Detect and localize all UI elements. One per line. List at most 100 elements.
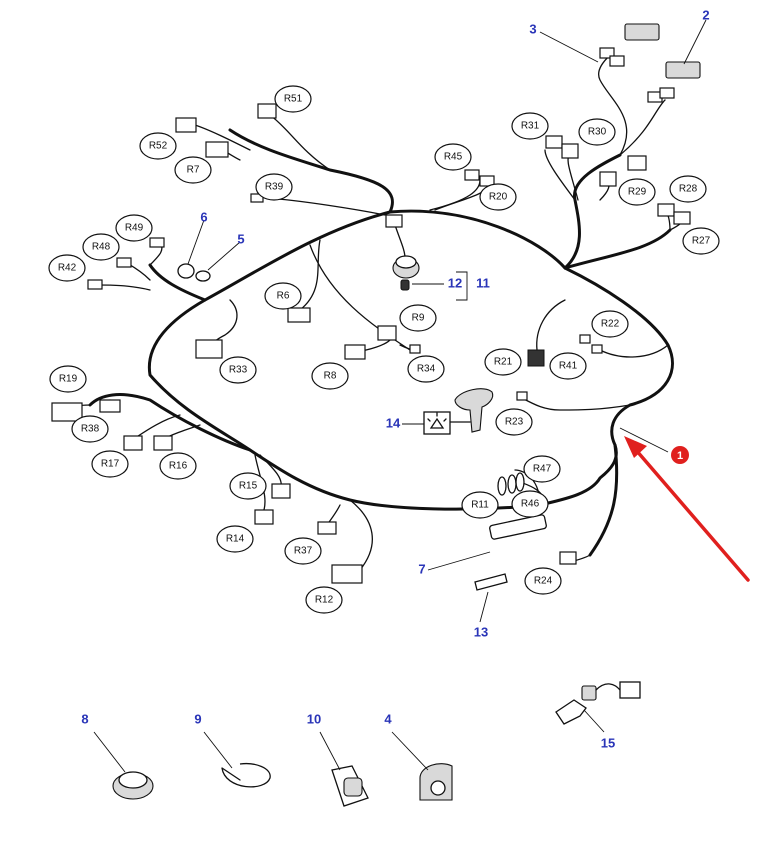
ref-r29: R29 — [618, 178, 656, 206]
ref-r47: R47 — [523, 455, 561, 483]
ref-label-text: R27 — [692, 236, 711, 247]
connectors — [51, 23, 701, 591]
ref-label-text: R16 — [169, 461, 188, 472]
ref-r21: R21 — [484, 348, 522, 376]
ref-r24: R24 — [524, 567, 562, 595]
ref-r12: R12 — [305, 586, 343, 614]
harness-branch-lower-left — [88, 393, 252, 452]
part-number-5: 5 — [237, 231, 244, 246]
ref-r42: R42 — [48, 254, 86, 282]
ref-label-text: R34 — [417, 364, 436, 375]
ref-label-text: R20 — [489, 192, 508, 203]
ref-r48: R48 — [82, 233, 120, 261]
part-number-8: 8 — [81, 711, 88, 726]
ref-label-text: R37 — [294, 546, 313, 557]
ref-r38: R38 — [71, 415, 109, 443]
harness-branch-right-down — [588, 443, 619, 557]
ref-r39: R39 — [255, 173, 293, 201]
ref-label-text: R45 — [444, 152, 463, 163]
ref-r23: R23 — [495, 408, 533, 436]
red-arrow-icon — [624, 436, 750, 582]
ref-r15: R15 — [229, 472, 267, 500]
ref-r9: R9 — [399, 304, 437, 332]
ref-label-text: R17 — [101, 459, 120, 470]
ref-r20: R20 — [479, 183, 517, 211]
part-number-labels: 3 2 6 5 12 11 14 7 13 8 9 10 4 15 — [81, 7, 709, 750]
ref-r16: R16 — [159, 452, 197, 480]
clip-part-10 — [331, 765, 369, 807]
ref-r19: R19 — [49, 365, 87, 393]
ref-r6: R6 — [264, 282, 302, 310]
part-number-12: 12 — [448, 275, 462, 290]
sensor-part-15 — [555, 681, 641, 725]
part-number-9: 9 — [194, 711, 201, 726]
callout-label: 1 — [677, 450, 683, 462]
ref-label-text: R6 — [277, 291, 290, 302]
ref-r49: R49 — [115, 214, 153, 242]
beacon-bulb-holder — [449, 388, 494, 433]
part-number-6: 6 — [200, 209, 207, 224]
ref-label-text: R41 — [559, 361, 578, 372]
part-number-15: 15 — [601, 735, 615, 750]
ref-label-text: R42 — [58, 263, 77, 274]
sensor-assembly — [385, 214, 420, 291]
ref-label-text: R23 — [505, 417, 524, 428]
cable-clamp-part-9 — [221, 762, 271, 788]
harness-branch-right — [563, 228, 672, 270]
ref-r22: R22 — [591, 310, 629, 338]
ref-r8: R8 — [311, 362, 349, 390]
ref-label-text: R31 — [521, 121, 540, 132]
ref-label-text: R14 — [226, 534, 245, 545]
ref-r52: R52 — [139, 132, 177, 160]
beacon-symbol-icon — [423, 411, 451, 435]
ref-r34: R34 — [407, 355, 445, 383]
part-number-11: 11 — [476, 275, 490, 290]
ref-r37: R37 — [284, 537, 322, 565]
part-number-10: 10 — [307, 711, 321, 726]
part-number-3: 3 — [529, 21, 536, 36]
part-number-14: 14 — [386, 415, 401, 430]
ref-label-text: R9 — [412, 313, 425, 324]
ref-label-text: R30 — [588, 127, 607, 138]
ref-r27: R27 — [682, 227, 720, 255]
part-leaders — [93, 19, 707, 773]
ref-labels: R51 R52 R7 R39 R45 R20 R31 R30 R29 R28 R… — [48, 85, 720, 614]
harness-branch-left — [148, 263, 207, 302]
ref-r41: R41 — [549, 352, 587, 380]
callout-badge: 1 — [671, 446, 689, 464]
ref-r46: R46 — [511, 490, 549, 518]
ref-r31: R31 — [511, 112, 549, 140]
ref-label-text: R48 — [92, 242, 111, 253]
ref-label-text: R51 — [284, 94, 303, 105]
ref-r28: R28 — [669, 175, 707, 203]
part-number-13: 13 — [474, 624, 488, 639]
grommet-part-8 — [112, 771, 154, 800]
ref-label-text: R19 — [59, 374, 78, 385]
ref-label-text: R52 — [149, 141, 168, 152]
ref-r11: R11 — [461, 491, 499, 519]
ref-r30: R30 — [578, 118, 616, 146]
ref-label-text: R46 — [521, 499, 540, 510]
ref-r17: R17 — [91, 450, 129, 478]
ref-label-text: R22 — [601, 319, 620, 330]
ref-label-text: R8 — [324, 371, 337, 382]
ref-r14: R14 — [216, 525, 254, 553]
part-number-2: 2 — [702, 7, 709, 22]
ref-label-text: R38 — [81, 424, 100, 435]
ref-label-text: R28 — [679, 184, 698, 195]
ref-r7: R7 — [174, 156, 212, 184]
ref-r33: R33 — [219, 356, 257, 384]
ref-label-text: R21 — [494, 357, 513, 368]
ref-label-text: R15 — [239, 481, 258, 492]
ref-r51: R51 — [274, 85, 312, 113]
part-number-7: 7 — [418, 561, 425, 576]
grommet-part-4 — [419, 763, 453, 801]
ref-label-text: R12 — [315, 595, 334, 606]
ref-label-text: R24 — [534, 576, 553, 587]
ref-label-text: R39 — [265, 182, 284, 193]
ref-label-text: R47 — [533, 464, 552, 475]
ref-r45: R45 — [434, 143, 472, 171]
ref-label-text: R7 — [187, 165, 200, 176]
part-number-4: 4 — [384, 711, 392, 726]
